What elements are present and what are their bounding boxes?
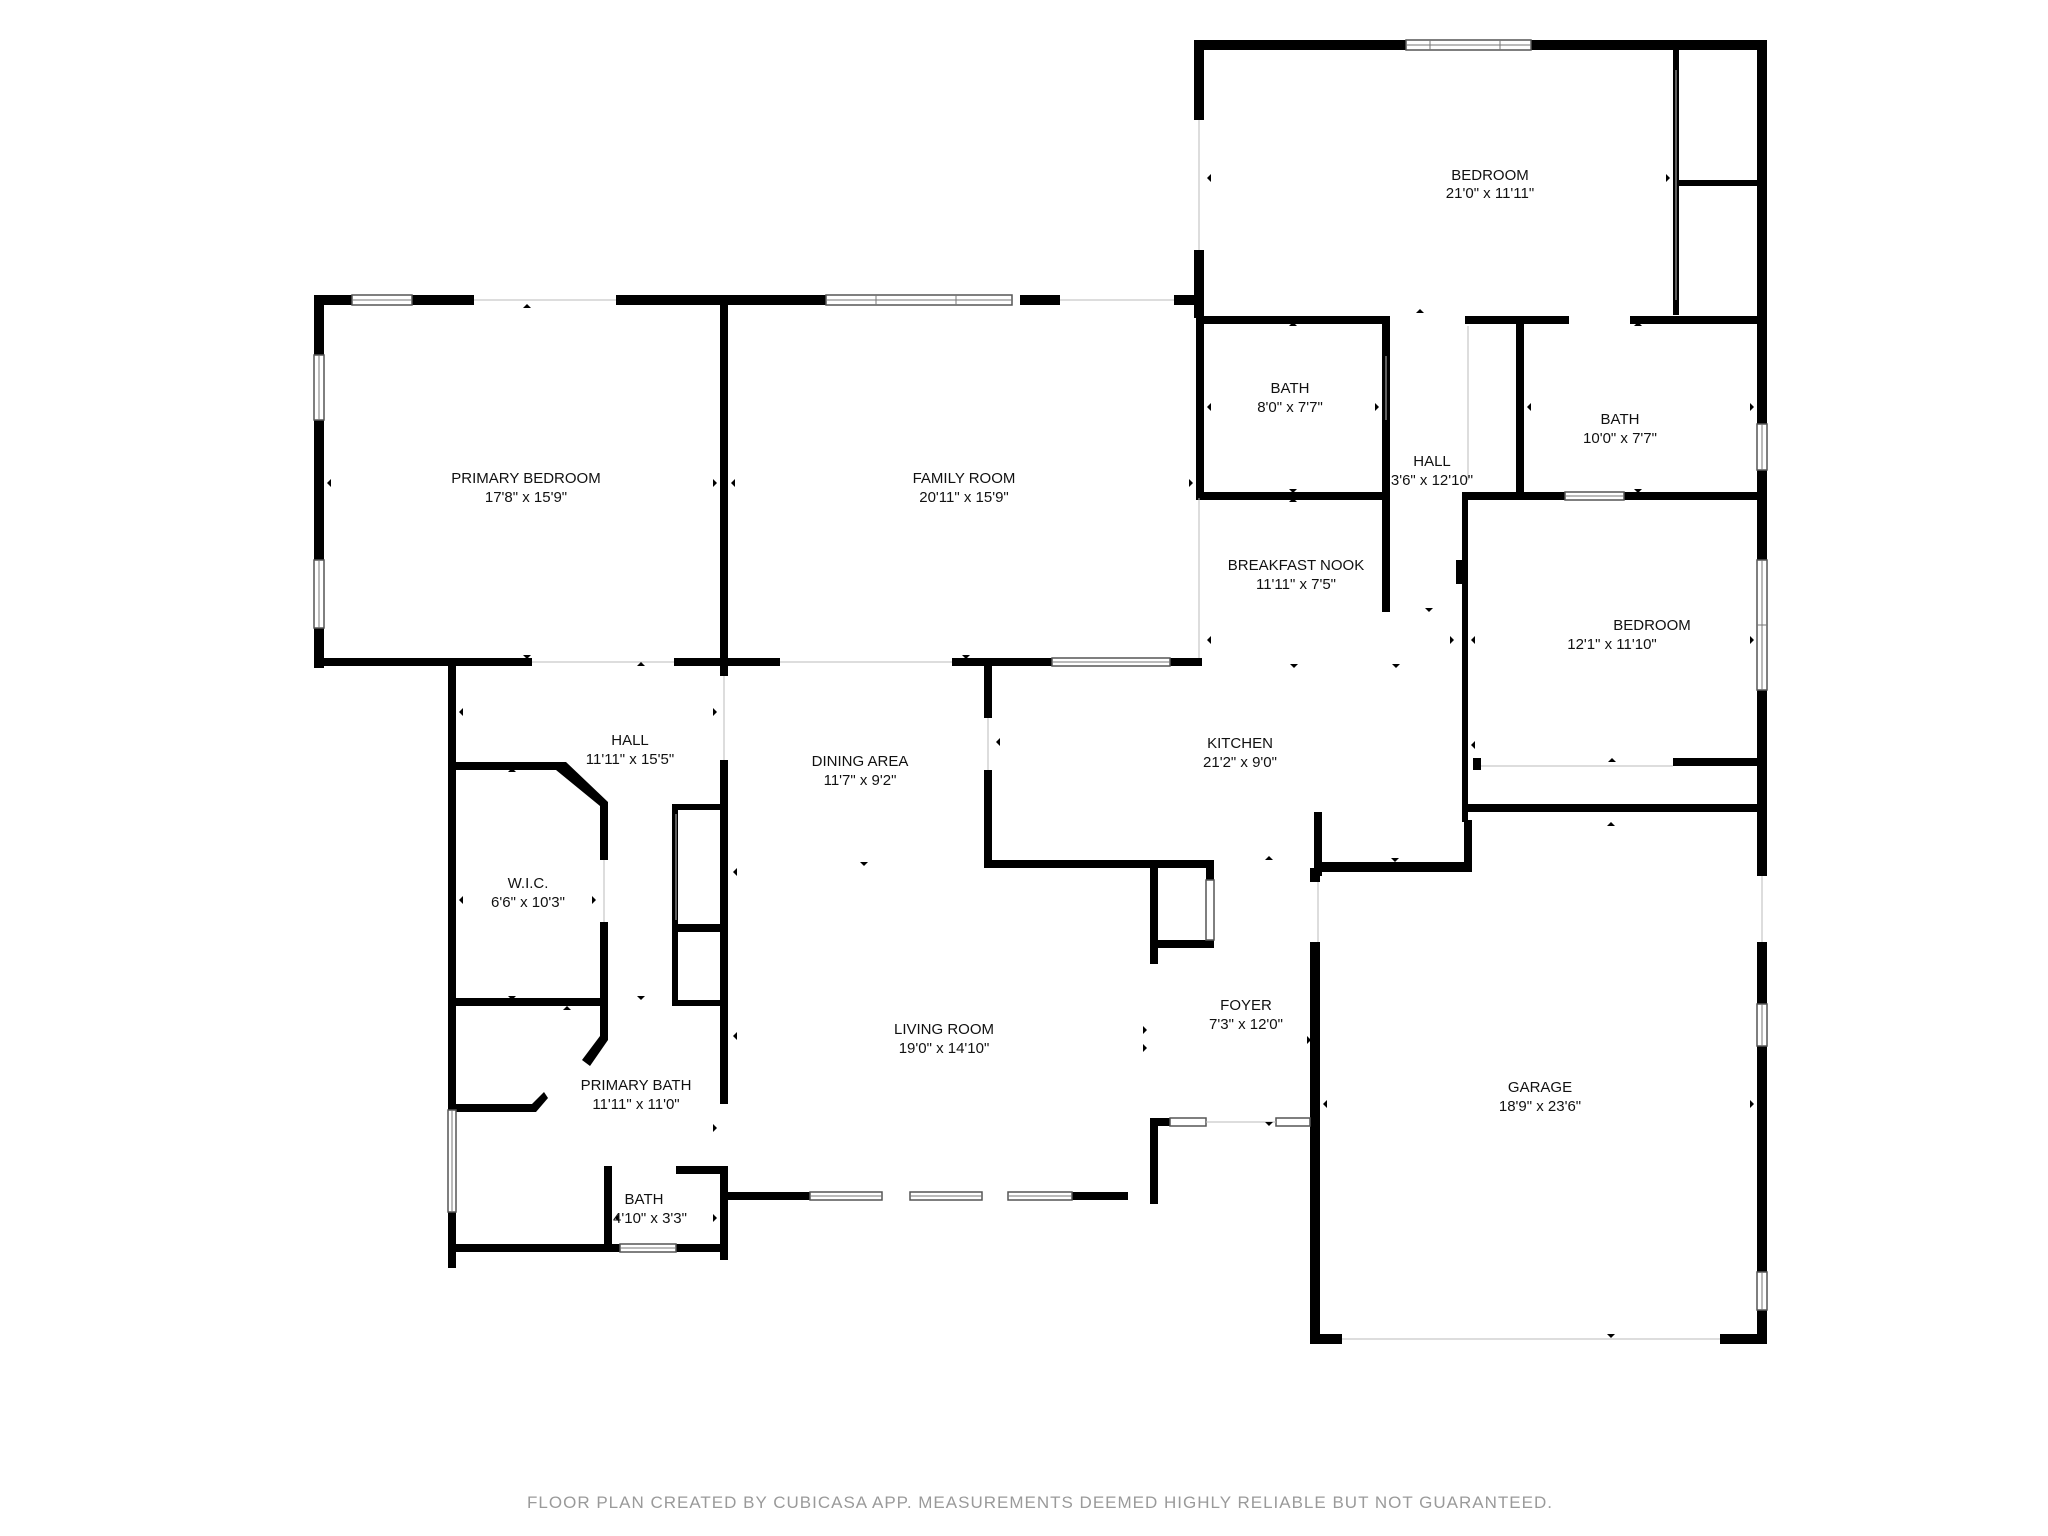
room-living-room: LIVING ROOM 19'0" x 14'10" [894,1021,994,1057]
room-primary-bath: PRIMARY BATH 11'11" x 11'0" [581,1077,692,1113]
room-kitchen: KITCHEN 21'2" x 9'0" [1203,735,1277,771]
room-name: BATH [1271,380,1310,397]
room-dimensions: 11'11" x 11'0" [592,1096,679,1113]
room-bath-east: BATH 10'0" x 7'7" [1583,411,1657,447]
room-name: BREAKFAST NOOK [1228,557,1364,574]
openings [474,70,1763,1340]
room-name: DINING AREA [812,753,909,770]
room-dimensions: 10'0" x 7'7" [1583,430,1657,447]
room-name: BATH [625,1191,664,1208]
room-dimensions: 11'11" x 15'5" [586,751,674,768]
windows [313,39,1768,1311]
room-bath-small: BATH 4'10" x 3'3" [613,1191,687,1227]
room-bath-west: BATH 8'0" x 7'7" [1257,380,1323,416]
room-dimensions: 18'9" x 23'6" [1499,1098,1581,1115]
room-name: PRIMARY BEDROOM [451,470,600,487]
room-dimensions: 21'0" x 11'11" [1446,185,1534,202]
room-name: PRIMARY BATH [581,1077,692,1094]
room-family-room: FAMILY ROOM 20'11" x 15'9" [913,470,1016,506]
room-labels: BEDROOM 21'0" x 11'11" PRIMARY BEDROOM 1… [451,167,1691,1227]
room-dimensions: 19'0" x 14'10" [899,1040,990,1057]
footer-disclaimer: FLOOR PLAN CREATED BY CUBICASA APP. MEAS… [527,1493,1553,1512]
room-name: W.I.C. [508,875,549,892]
room-name: FAMILY ROOM [913,470,1016,487]
room-dining-area: DINING AREA 11'7" x 9'2" [812,753,909,789]
dimension-markers [327,174,1754,1338]
room-dimensions: 8'0" x 7'7" [1257,399,1323,416]
room-dimensions: 7'3" x 12'0" [1209,1016,1283,1033]
walls [314,40,1767,1344]
room-hall-east: HALL 3'6" x 12'10" [1391,453,1473,489]
room-bedroom-east: BEDROOM 12'1" x 11'10" [1567,617,1691,653]
room-dimensions: 11'7" x 9'2" [824,772,897,789]
room-garage: GARAGE 18'9" x 23'6" [1499,1079,1581,1115]
room-foyer: FOYER 7'3" x 12'0" [1209,997,1283,1033]
room-hall-west: HALL 11'11" x 15'5" [586,732,674,768]
room-name: FOYER [1220,997,1272,1014]
room-dimensions: 11'11" x 7'5" [1256,576,1336,593]
room-name: HALL [611,732,649,749]
room-name: HALL [1413,453,1451,470]
room-name: BEDROOM [1613,617,1691,634]
room-dimensions: 20'11" x 15'9" [919,489,1009,506]
room-breakfast-nook: BREAKFAST NOOK 11'11" x 7'5" [1228,557,1364,593]
room-name: GARAGE [1508,1079,1572,1096]
room-dimensions: 12'1" x 11'10" [1567,636,1657,653]
room-wic: W.I.C. 6'6" x 10'3" [491,875,565,911]
room-name: BATH [1601,411,1640,428]
room-name: KITCHEN [1207,735,1273,752]
room-name: LIVING ROOM [894,1021,994,1038]
room-bedroom-north: BEDROOM 21'0" x 11'11" [1446,167,1534,202]
room-dimensions: 3'6" x 12'10" [1391,472,1473,489]
room-dimensions: 17'8" x 15'9" [485,489,567,506]
room-dimensions: 21'2" x 9'0" [1203,754,1277,771]
room-dimensions: 4'10" x 3'3" [613,1210,687,1227]
room-primary-bedroom: PRIMARY BEDROOM 17'8" x 15'9" [451,470,600,506]
room-name: BEDROOM [1451,167,1529,184]
room-dimensions: 6'6" x 10'3" [491,894,565,911]
